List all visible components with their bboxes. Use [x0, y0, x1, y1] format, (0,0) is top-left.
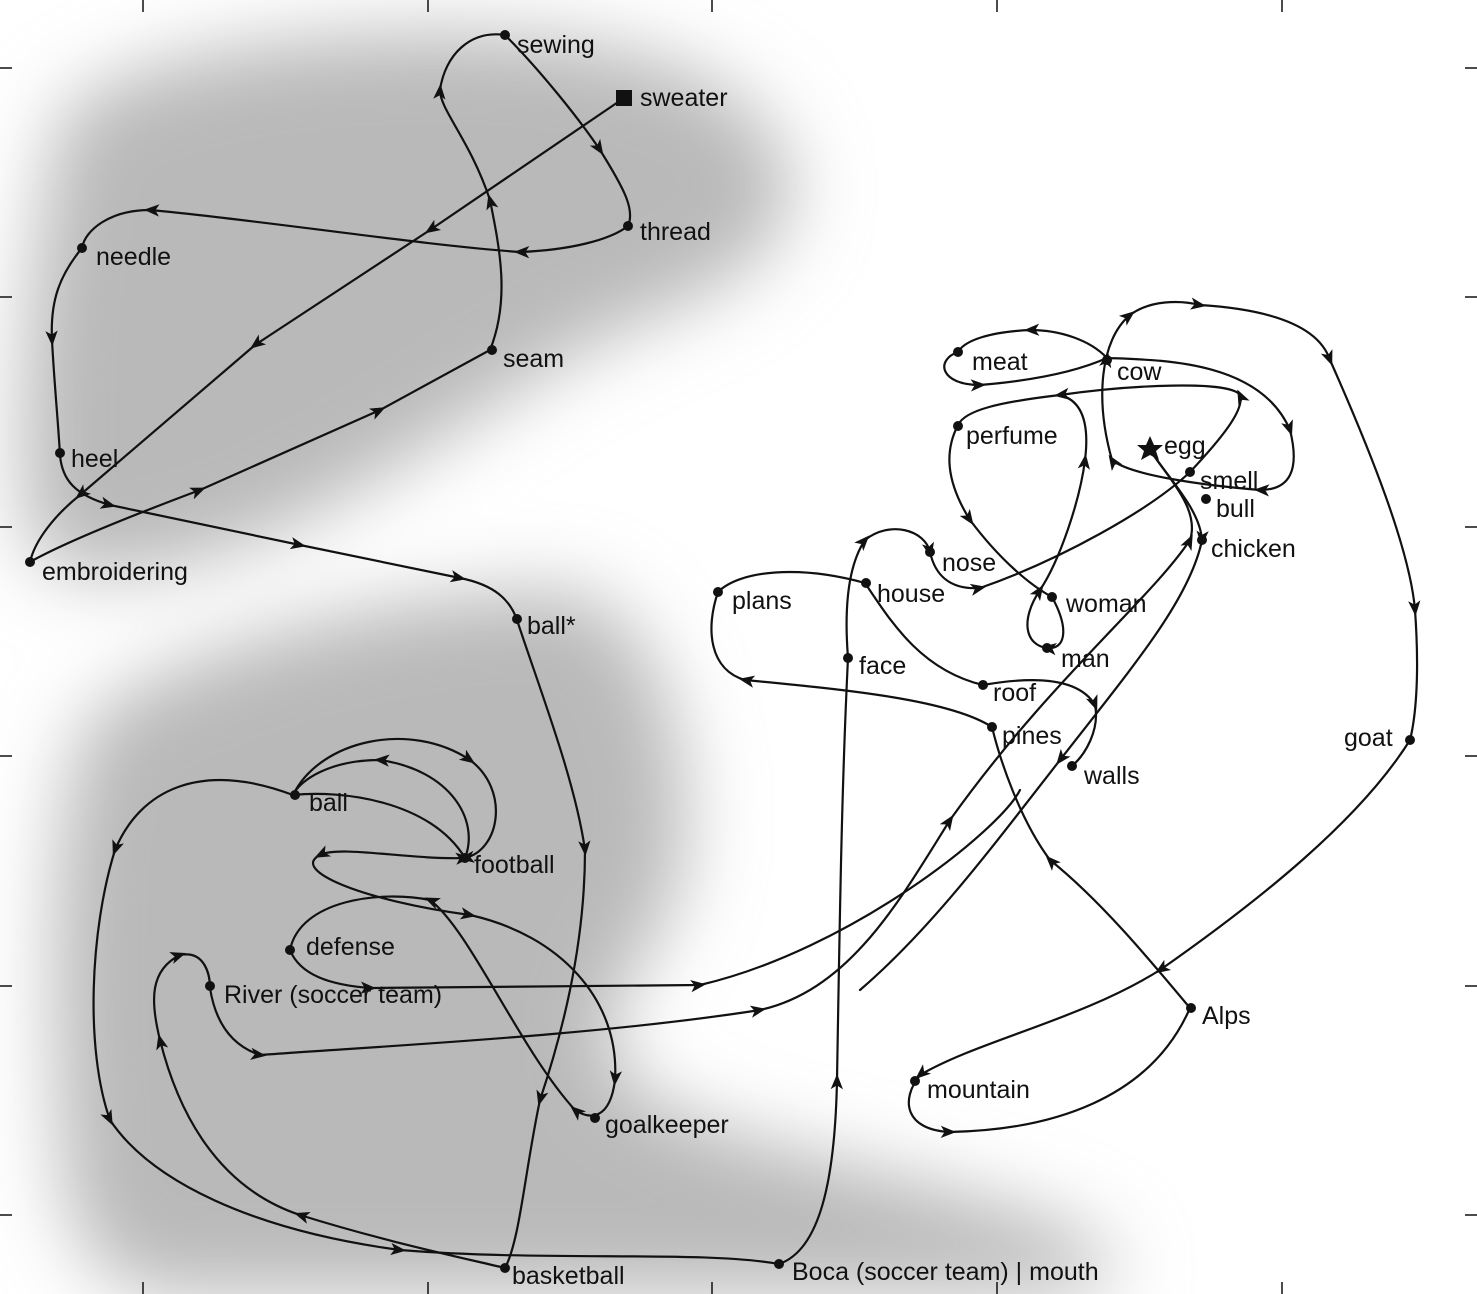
- label-woman: woman: [1065, 590, 1147, 618]
- label-defense: defense: [306, 933, 395, 961]
- path-sports-loop: [288, 737, 622, 1121]
- node-dot-defense: [285, 945, 295, 955]
- node-dot-walls: [1067, 761, 1077, 771]
- label-needle: needle: [96, 243, 171, 271]
- path-seam-sewing: [433, 33, 507, 352]
- label-ball: ball: [309, 789, 348, 817]
- node-dot-face: [843, 653, 853, 663]
- label-smell: smell: [1200, 467, 1258, 495]
- label-face: face: [859, 652, 906, 680]
- node-dot-embroidering: [25, 557, 35, 567]
- label-house: house: [877, 580, 945, 608]
- label-thread: thread: [640, 218, 711, 246]
- path-chicken-down: [858, 448, 1209, 992]
- label-seam: seam: [503, 345, 564, 373]
- node-star-egg: [1137, 436, 1163, 460]
- label-heel: heel: [71, 445, 118, 473]
- node-markers: [25, 30, 1415, 1273]
- label-goat: goat: [1344, 724, 1393, 752]
- node-dot-goalkeeper: [590, 1113, 600, 1123]
- path-cow-loop: [1101, 297, 1421, 742]
- node-dot-seam: [487, 345, 497, 355]
- node-dot-mountain: [910, 1076, 920, 1086]
- path-pines-plans: [710, 590, 994, 729]
- label-nose: nose: [942, 549, 996, 577]
- node-dot-meat: [953, 347, 963, 357]
- node-dot-heel: [55, 448, 65, 458]
- label-bull: bull: [1216, 495, 1255, 523]
- node-dot-needle: [77, 243, 87, 253]
- node-dot-river: [205, 981, 215, 991]
- path-left-arc: [92, 779, 781, 1266]
- node-dot-pines: [987, 722, 997, 732]
- label-egg: egg: [1164, 432, 1206, 460]
- path-ball-football: [291, 754, 472, 865]
- label-river: River (soccer team): [224, 981, 442, 1009]
- trajectory-paths: [28, 33, 1421, 1270]
- path-alps-pines: [990, 725, 1192, 1010]
- path-plans-house: [716, 570, 867, 594]
- label-boca: Boca (soccer team) | mouth: [792, 1258, 1099, 1286]
- path-goat-mountain: [907, 738, 1412, 1139]
- label-plans: plans: [732, 587, 792, 615]
- label-embroidering: embroidering: [42, 558, 188, 586]
- path-sewing-thread: [503, 33, 632, 228]
- node-dot-house: [861, 578, 871, 588]
- node-dot-thread: [623, 221, 633, 231]
- node-dot-nose: [925, 547, 935, 557]
- node-labels: sewing sweater thread needle seam heel e…: [42, 31, 1393, 1290]
- node-dot-alps: [1186, 1003, 1196, 1013]
- node-dot-bull: [1201, 494, 1211, 504]
- label-cow: cow: [1117, 358, 1162, 386]
- cluster-sewing-region: [22, 32, 793, 575]
- node-dot-man: [1042, 643, 1052, 653]
- label-sweater: sweater: [640, 84, 728, 112]
- label-basketball: basketball: [512, 1262, 625, 1290]
- node-dot-plans: [713, 587, 723, 597]
- label-football: football: [474, 851, 555, 879]
- node-dot-woman: [1047, 592, 1057, 602]
- label-pines: pines: [1002, 722, 1062, 750]
- node-dot-sewing: [500, 30, 510, 40]
- node-dot-football: [460, 853, 470, 863]
- label-chicken: chicken: [1211, 535, 1296, 563]
- node-dot-perfume: [953, 421, 963, 431]
- label-alps: Alps: [1202, 1002, 1251, 1030]
- path-sweater-embroidering: [28, 96, 626, 564]
- label-walls: walls: [1083, 762, 1140, 790]
- node-square-sweater: [616, 90, 632, 106]
- label-roof: roof: [993, 679, 1036, 707]
- node-dot-basketball: [500, 1263, 510, 1273]
- node-dot-ballstar: [512, 614, 522, 624]
- node-dot-ball: [290, 790, 300, 800]
- label-mountain: mountain: [927, 1076, 1030, 1104]
- label-perfume: perfume: [966, 422, 1058, 450]
- node-dot-goat: [1405, 735, 1415, 745]
- path-house-roof: [863, 581, 985, 687]
- path-needle-heel: [45, 246, 84, 457]
- path-thread-needle: [80, 204, 630, 259]
- label-goalkeeper: goalkeeper: [605, 1111, 729, 1139]
- path-boca-face: [777, 656, 850, 1266]
- label-man: man: [1061, 645, 1110, 673]
- label-ballstar: ball*: [527, 612, 576, 640]
- node-dot-smell: [1185, 467, 1195, 477]
- label-sewing: sewing: [517, 31, 595, 59]
- node-dot-chicken: [1197, 535, 1207, 545]
- node-dot-cow: [1102, 355, 1112, 365]
- label-meat: meat: [972, 348, 1028, 376]
- node-dot-boca: [774, 1259, 784, 1269]
- cluster-sports-region: [54, 590, 1116, 1294]
- node-dot-roof: [978, 680, 988, 690]
